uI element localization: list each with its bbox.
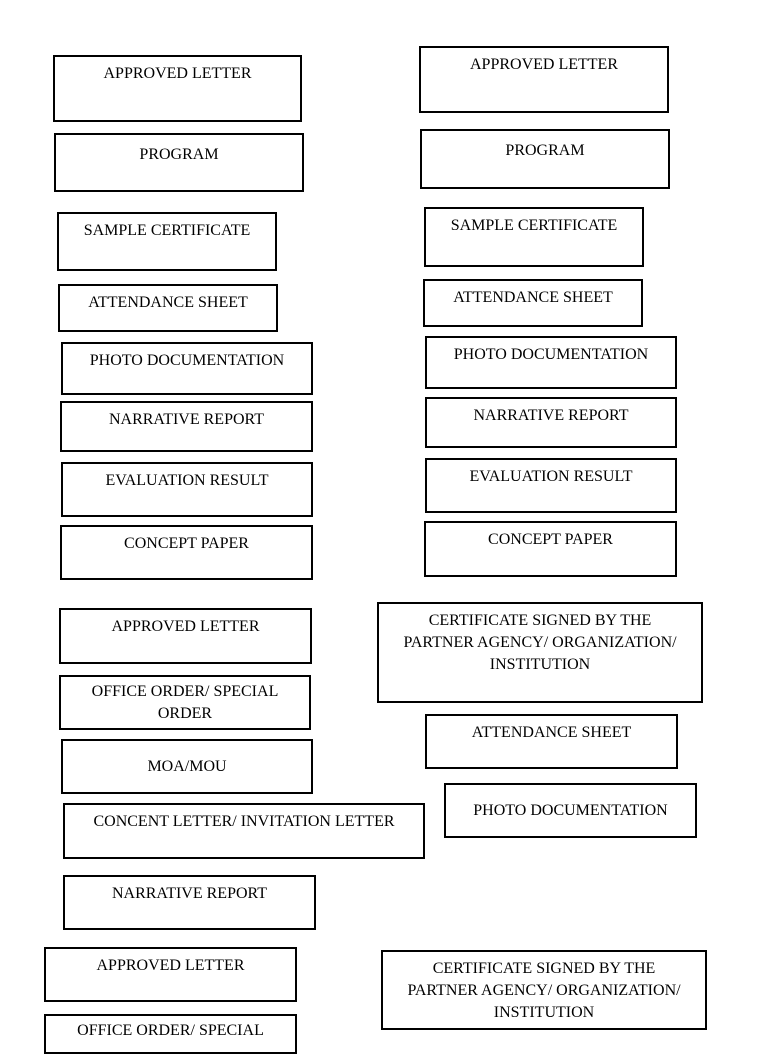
left-box-approved-letter-1: APPROVED LETTER xyxy=(53,55,302,122)
left-box-narrative-report-1: NARRATIVE REPORT xyxy=(60,401,313,452)
right-box-concept-paper: CONCEPT PAPER xyxy=(424,521,677,577)
right-box-attendance-sheet-2: ATTENDANCE SHEET xyxy=(425,714,678,769)
left-box-approved-letter-2: APPROVED LETTER xyxy=(59,608,312,664)
left-box-attendance-sheet: ATTENDANCE SHEET xyxy=(58,284,278,332)
right-box-attendance-sheet-1: ATTENDANCE SHEET xyxy=(423,279,643,327)
left-box-narrative-report-2: NARRATIVE REPORT xyxy=(63,875,316,930)
right-box-narrative-report: NARRATIVE REPORT xyxy=(425,397,677,448)
left-box-photo-documentation: PHOTO DOCUMENTATION xyxy=(61,342,313,395)
left-box-office-order-1: OFFICE ORDER/ SPECIAL ORDER xyxy=(59,675,311,730)
left-box-concept-paper: CONCEPT PAPER xyxy=(60,525,313,580)
left-box-evaluation-result: EVALUATION RESULT xyxy=(61,462,313,517)
left-box-moa-mou: MOA/MOU xyxy=(61,739,313,794)
left-box-approved-letter-3: APPROVED LETTER xyxy=(44,947,297,1002)
left-box-program-1: PROGRAM xyxy=(54,133,304,192)
left-box-office-order-2: OFFICE ORDER/ SPECIAL xyxy=(44,1014,297,1054)
right-box-evaluation-result: EVALUATION RESULT xyxy=(425,458,677,513)
right-box-photo-documentation-1: PHOTO DOCUMENTATION xyxy=(425,336,677,389)
right-box-certificate-signed-2: CERTIFICATE SIGNED BY THE PARTNER AGENCY… xyxy=(381,950,707,1030)
left-box-sample-certificate: SAMPLE CERTIFICATE xyxy=(57,212,277,271)
right-box-program: PROGRAM xyxy=(420,129,670,189)
right-box-sample-certificate: SAMPLE CERTIFICATE xyxy=(424,207,644,267)
right-box-certificate-signed-1: CERTIFICATE SIGNED BY THE PARTNER AGENCY… xyxy=(377,602,703,703)
right-box-approved-letter: APPROVED LETTER xyxy=(419,46,669,113)
left-box-concent-letter: CONCENT LETTER/ INVITATION LETTER xyxy=(63,803,425,859)
right-box-photo-documentation-2: PHOTO DOCUMENTATION xyxy=(444,783,697,838)
